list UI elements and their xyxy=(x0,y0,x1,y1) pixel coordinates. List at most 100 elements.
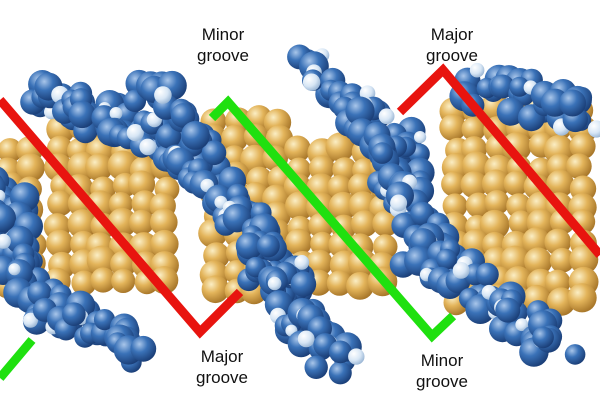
backbone-atom xyxy=(495,297,521,323)
backbone-atom xyxy=(436,248,457,270)
hydrogen-atom xyxy=(154,86,172,104)
base-atom xyxy=(522,227,550,256)
major-groove-line-top xyxy=(0,97,244,339)
base-atom xyxy=(221,124,248,152)
major-groove-label-top: Major groove xyxy=(397,24,507,66)
base-atom xyxy=(47,190,73,217)
base-atom xyxy=(460,171,488,199)
backbone-atom xyxy=(509,76,530,97)
minor-groove-label-top-line1: Minor xyxy=(201,25,245,44)
backbone-atom xyxy=(532,326,554,349)
hydrogen-atom xyxy=(297,330,315,348)
base-atom xyxy=(201,275,230,304)
major-groove-label-bottom: Major groove xyxy=(167,346,277,388)
base-atom xyxy=(111,268,136,293)
base-atom xyxy=(310,231,335,256)
base-atom xyxy=(240,144,270,174)
base-atom xyxy=(441,171,466,197)
base-atom xyxy=(503,170,529,196)
base-atom xyxy=(71,270,97,296)
base-atom xyxy=(346,272,374,300)
minor-groove-label-bottom: Minor groove xyxy=(387,350,497,392)
base-atom xyxy=(524,247,553,276)
backbone-atom xyxy=(564,344,586,365)
hydrogen-atom xyxy=(515,318,529,332)
backbone-atom xyxy=(328,361,352,385)
backbone-atom xyxy=(475,262,499,286)
backbone-atom xyxy=(345,96,375,126)
hydrogen-atom xyxy=(587,120,600,138)
base-atom xyxy=(85,153,113,181)
hydrogen-atom xyxy=(23,312,38,328)
base-atom xyxy=(16,153,45,182)
backbone-atom xyxy=(256,234,280,258)
hydrogen-atom xyxy=(0,189,6,202)
hydrogen-atom xyxy=(348,348,365,365)
base-atom xyxy=(546,169,574,198)
base-atom xyxy=(107,150,138,181)
backbone-atom xyxy=(329,340,352,364)
hydrogen-atom xyxy=(139,138,156,156)
base-atom xyxy=(150,208,178,236)
base-atom xyxy=(0,138,23,163)
base-atom xyxy=(285,228,313,256)
backbone-atom xyxy=(170,103,196,128)
base-atom xyxy=(90,267,116,293)
backbone-atom xyxy=(371,142,394,164)
hydrogen-atom xyxy=(414,131,427,144)
minor-groove-label-top: Minor groove xyxy=(168,24,278,66)
base-atom xyxy=(284,135,311,163)
base-atom xyxy=(484,190,510,215)
base-atom xyxy=(351,210,378,238)
backbone-atom xyxy=(235,232,263,260)
base-atom xyxy=(442,193,468,219)
base-atom xyxy=(481,169,511,198)
backbone-atom xyxy=(130,335,157,362)
base-atom xyxy=(372,210,399,237)
hydrogen-atom xyxy=(0,233,11,249)
base-atom xyxy=(569,133,596,160)
base-atom xyxy=(549,247,575,273)
sugar-phosphate-backbone xyxy=(0,44,600,385)
major-groove-label-top-line1: Major xyxy=(430,25,474,44)
base-atom xyxy=(306,249,333,276)
minor-groove-line-center xyxy=(208,95,457,343)
backbone-atom xyxy=(290,271,317,297)
base-atom xyxy=(86,245,117,276)
hydrogen-atom xyxy=(267,276,282,291)
base-atom xyxy=(439,114,467,141)
backbone-atom xyxy=(304,355,328,379)
hydrogen-atom xyxy=(126,124,144,142)
hydrogen-atom xyxy=(8,263,21,276)
backbone-atom xyxy=(93,309,116,331)
minor-groove-label-bottom-line2: groove xyxy=(416,372,468,391)
hydrogen-atom xyxy=(302,73,321,91)
base-atom xyxy=(46,229,74,257)
backbone-atom xyxy=(0,204,16,233)
backbone-atom xyxy=(68,100,96,129)
base-atom xyxy=(508,210,534,235)
base-atom xyxy=(569,245,599,274)
backbone-atom xyxy=(201,140,227,166)
backbone-atom xyxy=(559,89,586,117)
backbone-atom xyxy=(62,302,86,327)
major-groove-line-right xyxy=(396,63,600,258)
base-atom xyxy=(465,192,492,218)
hydrogen-atom xyxy=(294,255,310,270)
hydrogen-atom xyxy=(390,194,408,212)
base-atom xyxy=(67,209,98,239)
base-atom xyxy=(326,270,353,296)
major-groove-label-bottom-line1: Major xyxy=(200,347,244,366)
base-atom xyxy=(325,132,355,162)
minor-groove-label-top-line2: groove xyxy=(197,46,249,65)
minor-groove-line-left xyxy=(0,337,36,381)
major-groove-label-bottom-line2: groove xyxy=(196,368,248,387)
hydrogen-atom xyxy=(378,108,395,125)
base-atom xyxy=(150,229,179,259)
hydrogen-atom xyxy=(452,262,470,279)
hydrogen-atom xyxy=(469,62,485,78)
base-atom xyxy=(479,209,510,240)
major-groove-label-top-line2: groove xyxy=(426,46,478,65)
base-atom xyxy=(461,116,486,142)
minor-groove-label-bottom-line1: Minor xyxy=(420,351,464,370)
